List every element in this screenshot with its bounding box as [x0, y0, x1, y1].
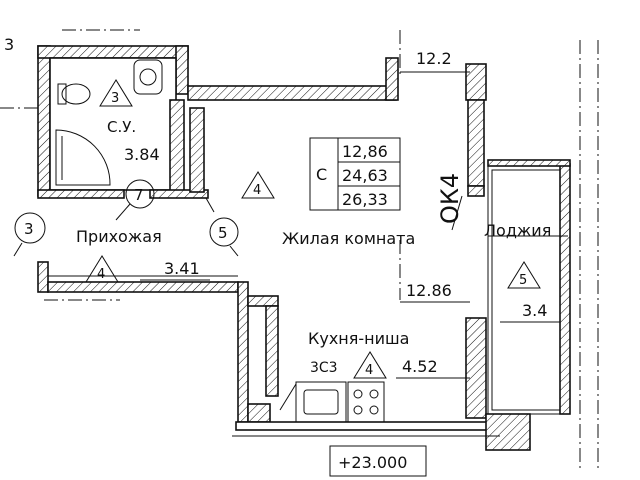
loggia-finish-mark: 5	[519, 273, 527, 288]
area-table-prefix: С	[316, 165, 327, 184]
loggia-name: Лоджия	[484, 221, 551, 240]
loggia-outline	[487, 159, 571, 415]
loggia-area: 3.4	[522, 301, 547, 320]
bathroom-finish-mark: 3	[111, 91, 119, 106]
corner-mark: 3	[4, 35, 14, 54]
level-mark-box	[329, 445, 427, 477]
living-area-right: 12.86	[406, 281, 452, 300]
kitchen-name: Кухня-ниша	[308, 329, 409, 348]
callout-circle-3	[14, 212, 46, 244]
hallway-area: 3.41	[164, 259, 200, 278]
area-table-row-3: 26,33	[342, 190, 388, 209]
hallway-name: Прихожая	[76, 227, 162, 246]
living-room-name: Жилая комната	[282, 229, 415, 248]
kitchen-area: 4.52	[402, 357, 438, 376]
level-mark: +23.000	[338, 453, 407, 472]
bathroom-walls	[37, 45, 209, 199]
living-finish-mark: 4	[253, 183, 261, 198]
callout-circle-7	[125, 179, 155, 209]
loggia-finish-triangle	[507, 261, 541, 289]
apartment-walls	[37, 57, 531, 451]
callout-circle-5	[209, 217, 239, 247]
callout-5: 5	[218, 224, 228, 242]
callout-3: 3	[24, 220, 34, 238]
bathroom-finish-triangle	[99, 79, 133, 107]
bathroom-name: С.У.	[107, 118, 136, 136]
kitchen-finish-triangle	[353, 351, 387, 379]
living-area-top: 12.2	[416, 49, 452, 68]
area-table: С 12,86 24,63 26,33	[309, 137, 401, 211]
area-table-row-2: 24,63	[342, 166, 388, 185]
bathroom-area: 3.84	[124, 145, 160, 164]
kitchen-equipment-mark: 3С3	[310, 360, 338, 376]
kitchen-finish-mark: 4	[365, 363, 373, 378]
window-mark: ОК4	[436, 173, 464, 224]
hallway-finish-triangle	[85, 255, 119, 283]
living-finish-triangle	[241, 171, 275, 199]
kitchen-equipment	[295, 381, 385, 423]
hallway-finish-mark: 4	[97, 267, 105, 282]
area-table-row-1: 12,86	[342, 142, 388, 161]
callout-7: 7	[134, 186, 144, 204]
